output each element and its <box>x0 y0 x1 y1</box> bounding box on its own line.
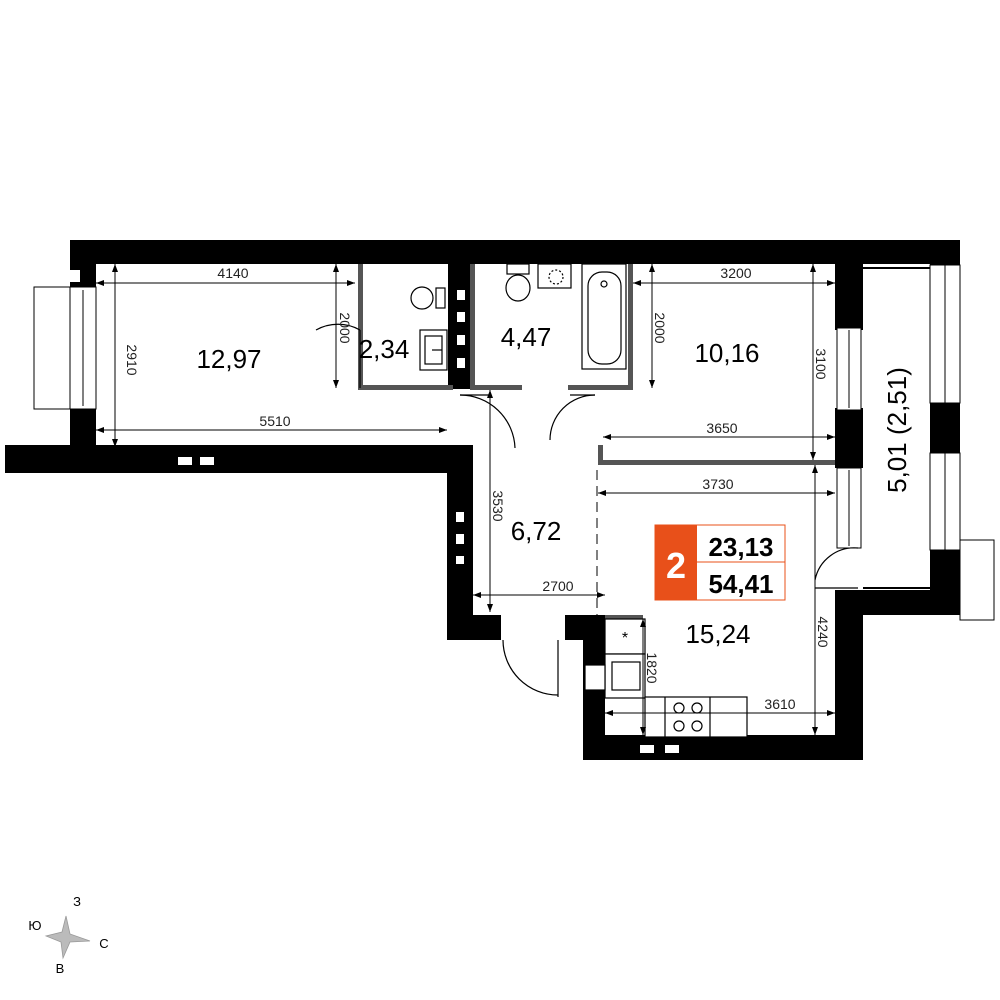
dim-2000-bath: 2000 <box>652 312 668 343</box>
dim-1820: 1820 <box>644 652 660 683</box>
dim-2700: 2700 <box>542 578 573 594</box>
rooms-count: 2 <box>666 545 686 586</box>
compass-north: З <box>73 894 81 909</box>
dim-2910: 2910 <box>124 344 140 375</box>
room-area-hallway: 6,72 <box>511 516 562 546</box>
room-area-kitchen: 15,24 <box>685 619 750 649</box>
dim-3200: 3200 <box>720 265 751 281</box>
balcony-outline <box>863 267 930 589</box>
compass-east: С <box>99 936 108 951</box>
rooms-count-background <box>655 525 697 600</box>
wall-marks <box>70 270 679 753</box>
fixtures <box>410 263 748 738</box>
summary-badge: 2 23,13 54,41 <box>654 524 786 601</box>
compass-star-icon <box>44 915 91 960</box>
room-area-bedroom: 10,16 <box>694 338 759 368</box>
total-area: 54,41 <box>708 569 773 599</box>
dimension-arrows <box>96 264 835 735</box>
room-area-balcony: 5,01 (2,51) <box>882 367 912 493</box>
fridge-icon: * <box>622 630 628 647</box>
toilet-icon <box>410 286 434 310</box>
dim-3650: 3650 <box>706 420 737 436</box>
exterior-walls <box>5 240 960 760</box>
compass-west: Ю <box>28 918 41 933</box>
windows <box>33 264 995 621</box>
dim-3530: 3530 <box>490 490 506 521</box>
dimension-lines <box>96 264 835 735</box>
room-area-bathroom: 4,47 <box>501 322 552 352</box>
living-area: 23,13 <box>708 532 773 562</box>
dim-4140: 4140 <box>217 265 248 281</box>
compass: З Ю С В <box>28 894 108 976</box>
compass-south: В <box>56 961 65 976</box>
dim-5510: 5510 <box>259 413 290 429</box>
dim-4240: 4240 <box>815 616 831 647</box>
partitions <box>358 264 835 619</box>
room-area-wc: 2,34 <box>359 334 410 364</box>
dim-3730: 3730 <box>702 476 733 492</box>
room-area-living: 12,97 <box>196 344 261 374</box>
dim-3100: 3100 <box>813 348 829 379</box>
dim-3610: 3610 <box>764 696 795 712</box>
dim-2000-wc: 2000 <box>337 312 353 343</box>
doors <box>315 323 859 697</box>
